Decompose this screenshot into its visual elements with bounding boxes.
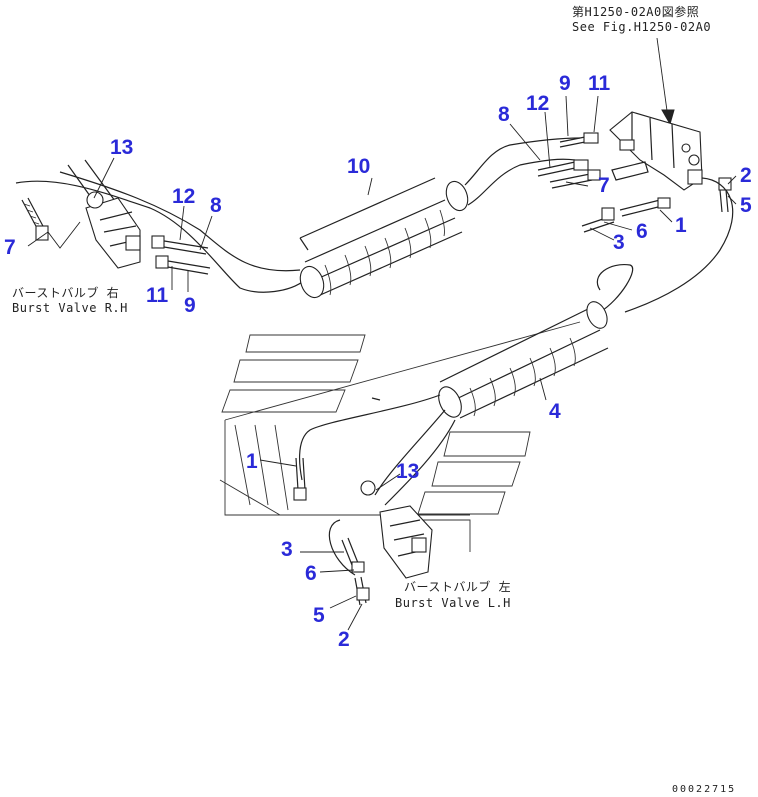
callout-9-left: 9 bbox=[184, 294, 196, 317]
reference-note: 第H1250-02A0図参照 See Fig.H1250-02A0 bbox=[572, 4, 711, 126]
callout-13-upper: 13 bbox=[110, 136, 133, 159]
leader-lines bbox=[27, 95, 737, 631]
callout-8-left: 8 bbox=[210, 194, 222, 217]
drawing-number: 00022715 bbox=[672, 784, 736, 795]
callout-3-lower: 3 bbox=[281, 538, 293, 561]
reference-note-jp: 第H1250-02A0図参照 bbox=[572, 4, 699, 19]
reference-note-en: See Fig.H1250-02A0 bbox=[572, 20, 711, 34]
reference-arrow-icon bbox=[661, 109, 675, 126]
callout-9-right: 9 bbox=[559, 72, 571, 95]
lower-hose-assembly bbox=[299, 263, 634, 506]
callout-2-lower: 2 bbox=[338, 628, 350, 651]
burst-valve-lh-jp: バーストバルブ 左 bbox=[404, 579, 511, 594]
burst-valve-rh-jp: バーストバルブ 右 bbox=[12, 285, 119, 300]
burst-valve-lh-en: Burst Valve L.H bbox=[395, 596, 511, 610]
callout-8-right: 8 bbox=[498, 103, 510, 126]
callout-7-right: 7 bbox=[598, 174, 610, 197]
callout-1-lower: 1 bbox=[246, 450, 258, 473]
callout-2-right: 2 bbox=[740, 164, 752, 187]
callout-6-right: 6 bbox=[636, 220, 648, 243]
callouts: 13 12 8 7 11 9 10 9 11 8 12 7 2 5 1 6 3 … bbox=[4, 72, 752, 651]
burst-valve-rh: バーストバルブ 右 Burst Valve R.H bbox=[12, 191, 211, 315]
callout-5-right: 5 bbox=[740, 194, 752, 217]
burst-valve-lh: バーストバルブ 左 Burst Valve L.H bbox=[293, 457, 511, 610]
callout-6-lower: 6 bbox=[305, 562, 317, 585]
callout-5-lower: 5 bbox=[313, 604, 325, 627]
right-valve-block bbox=[537, 111, 734, 313]
burst-valve-rh-en: Burst Valve R.H bbox=[12, 301, 128, 315]
callout-11-right: 11 bbox=[588, 72, 611, 95]
callout-3-right: 3 bbox=[613, 231, 625, 254]
machine-outline bbox=[219, 321, 581, 552]
callout-12-left: 12 bbox=[172, 185, 195, 208]
callout-12-right: 12 bbox=[526, 92, 549, 115]
callout-7-left: 7 bbox=[4, 236, 16, 259]
callout-13-lower: 13 bbox=[396, 460, 419, 483]
callout-1-right: 1 bbox=[675, 214, 687, 237]
callout-11-left: 11 bbox=[146, 284, 169, 307]
callout-10: 10 bbox=[347, 155, 370, 178]
callout-4: 4 bbox=[549, 400, 561, 423]
